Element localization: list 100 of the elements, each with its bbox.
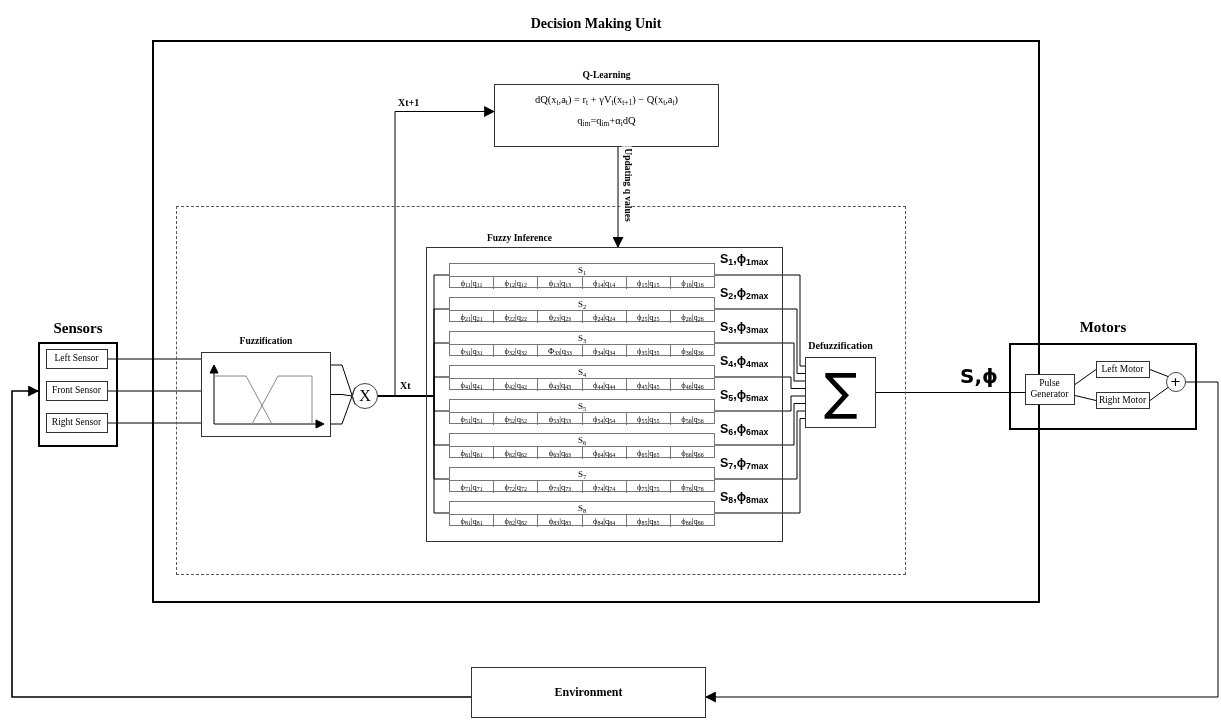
table-cell: ϕ$_{34}$|q$_{34}$ [581,345,626,357]
plus-sign: + [1169,372,1182,391]
table-cell: ϕ$_{85}$|q$_{85}$ [625,515,670,527]
state-label: S$_{2}$,ϕ$_{2max}$ [720,286,769,300]
table-cell: ϕ$_{53}$|q$_{53}$ [537,413,582,425]
table-header: S$_{7}$ [450,468,714,481]
table-cell: ϕ$_{42}$|q$_{42}$ [493,379,538,391]
connector-line [875,392,1026,393]
table-cell: ϕ$_{66}$|q$_{66}$ [669,447,715,459]
state-label: S$_{5}$,ϕ$_{5max}$ [720,388,769,402]
table-header: S$_{1}$ [450,264,714,277]
table-cell: ϕ$_{62}$|q$_{62}$ [493,447,538,459]
table-cell: Φ$_{33}$|q$_{33}$ [537,345,582,357]
table-cell: ϕ$_{23}$|q$_{23}$ [537,311,582,323]
sensor-box [45,348,108,369]
edge-label: Xt+1 [398,98,420,108]
table-cell: ϕ$_{74}$|q$_{74}$ [581,481,626,493]
table-cell: ϕ$_{73}$|q$_{73}$ [537,481,582,493]
table-cell: ϕ$_{76}$|q$_{76}$ [669,481,715,493]
connector-line [377,395,450,514]
box-text: Front Sensor [52,385,101,396]
table-cell: ϕ$_{16}$|q$_{16}$ [669,277,715,289]
box-title: Sensors [52,320,104,337]
connector-line [714,410,806,480]
arrow [704,381,1219,703]
table-cell-text: ϕ$_{81}$|q$_{81}$ [459,515,484,527]
edge-label: S,ϕ [960,366,998,386]
box-title: Fuzzification [238,336,294,346]
formula-text: q$_{im}$=q$_{im}$+α$_{i}$dQ [576,115,637,126]
table-cell-text: ϕ$_{31}$|q$_{31}$ [459,345,484,357]
state-label: S$_{7}$,ϕ$_{7max}$ [720,456,769,470]
box-title: Decision Making Unit [529,16,663,32]
box-title: Defuzzification [807,340,874,351]
table-cell: ϕ$_{26}$|q$_{26}$ [669,311,715,323]
table-cell: ϕ$_{25}$|q$_{25}$ [625,311,670,323]
table-cell: ϕ$_{43}$|q$_{43}$ [537,379,582,391]
table-cell: ϕ$_{36}$|q$_{36}$ [669,345,715,357]
box-text: Left Motor [1101,363,1144,375]
connector-line [1074,369,1097,385]
table-cell: ϕ$_{82}$|q$_{82}$ [493,515,538,527]
table-cell: ϕ$_{13}$|q$_{13}$ [537,277,582,289]
table-header: S$_{8}$ [450,502,714,515]
connector-line [330,394,353,397]
edge-label: Xt [400,381,411,391]
connector-line [714,342,806,382]
table-cell: ϕ$_{52}$|q$_{52}$ [493,413,538,425]
connector-line [107,390,202,392]
box-title: Motors [1078,319,1128,336]
table-cell: ϕ$_{72}$|q$_{72}$ [493,481,538,493]
connector-line [1149,387,1169,401]
connector-line [714,395,806,412]
box-text: Left Sensor [54,353,99,364]
connector-line [1074,395,1097,401]
table-header: S$_{2}$ [450,298,714,311]
state-label: S$_{4}$,ϕ$_{4max}$ [720,354,769,368]
box-text: Right Sensor [51,417,102,428]
table-cell: ϕ$_{56}$|q$_{56}$ [669,413,715,425]
box-text: Pulse Generator [1029,378,1070,400]
state-label: S$_{8}$,ϕ$_{8max}$ [720,490,769,504]
table-cell: ϕ$_{32}$|q$_{32}$ [493,345,538,357]
table-cell: ϕ$_{22}$|q$_{22}$ [493,311,538,323]
table-cell: ϕ$_{35}$|q$_{35}$ [625,345,670,357]
box-text: Right Motor [1098,394,1147,406]
table-cell: ϕ$_{65}$|q$_{65}$ [625,447,670,459]
table-cell-text: ϕ$_{71}$|q$_{71}$ [459,481,484,493]
table-cell: ϕ$_{84}$|q$_{84}$ [581,515,626,527]
table-cell-text: ϕ$_{61}$|q$_{61}$ [459,447,484,459]
box-title: Q-Learning [581,70,632,80]
table-cell: ϕ$_{24}$|q$_{24}$ [581,311,626,323]
table-cell: ϕ$_{12}$|q$_{12}$ [493,277,538,289]
connector-line [107,422,202,424]
sensor-box [45,380,108,401]
table-cell: ϕ$_{63}$|q$_{63}$ [537,447,582,459]
connector-line [714,376,806,389]
table-cell: ϕ$_{83}$|q$_{83}$ [537,515,582,527]
connector-line [714,418,806,514]
box-title: Fuzzy Inference [487,233,552,243]
connector-line [330,364,356,405]
table-header: S$_{5}$ [450,400,714,413]
table-cell-text: ϕ$_{11}$|q$_{11}$ [459,277,484,289]
box-text: Environment [554,685,623,700]
table-cell-text: ϕ$_{21}$|q$_{21}$ [459,311,484,323]
connector-line [330,387,356,425]
edge-label: Updating q values [622,146,632,224]
state-label: S$_{1}$,ϕ$_{1max}$ [720,252,769,266]
table-header: S$_{6}$ [450,434,714,447]
motor-box [1095,360,1150,378]
connector-line [107,358,202,360]
table-cell: ϕ$_{54}$|q$_{54}$ [581,413,626,425]
connector-line [714,274,806,367]
table-header: S$_{3}$ [450,332,714,345]
environment-box [471,667,706,718]
state-label: S$_{3}$,ϕ$_{3max}$ [720,320,769,334]
table-cell: ϕ$_{45}$|q$_{45}$ [625,379,670,391]
sensor-box [45,412,108,433]
formula-text: dQ(x$_{t}$,a$_{t}$) = r$_{t}$ + γV$_{t}$(x$_{t+1}$) − Q(x$_{t}$,a$_{t}$) [533,94,680,105]
table-cell: ϕ$_{64}$|q$_{64}$ [581,447,626,459]
table-header: S$_{4}$ [450,366,714,379]
table-cell: ϕ$_{86}$|q$_{86}$ [669,515,715,527]
table-cell: ϕ$_{46}$|q$_{46}$ [669,379,715,391]
